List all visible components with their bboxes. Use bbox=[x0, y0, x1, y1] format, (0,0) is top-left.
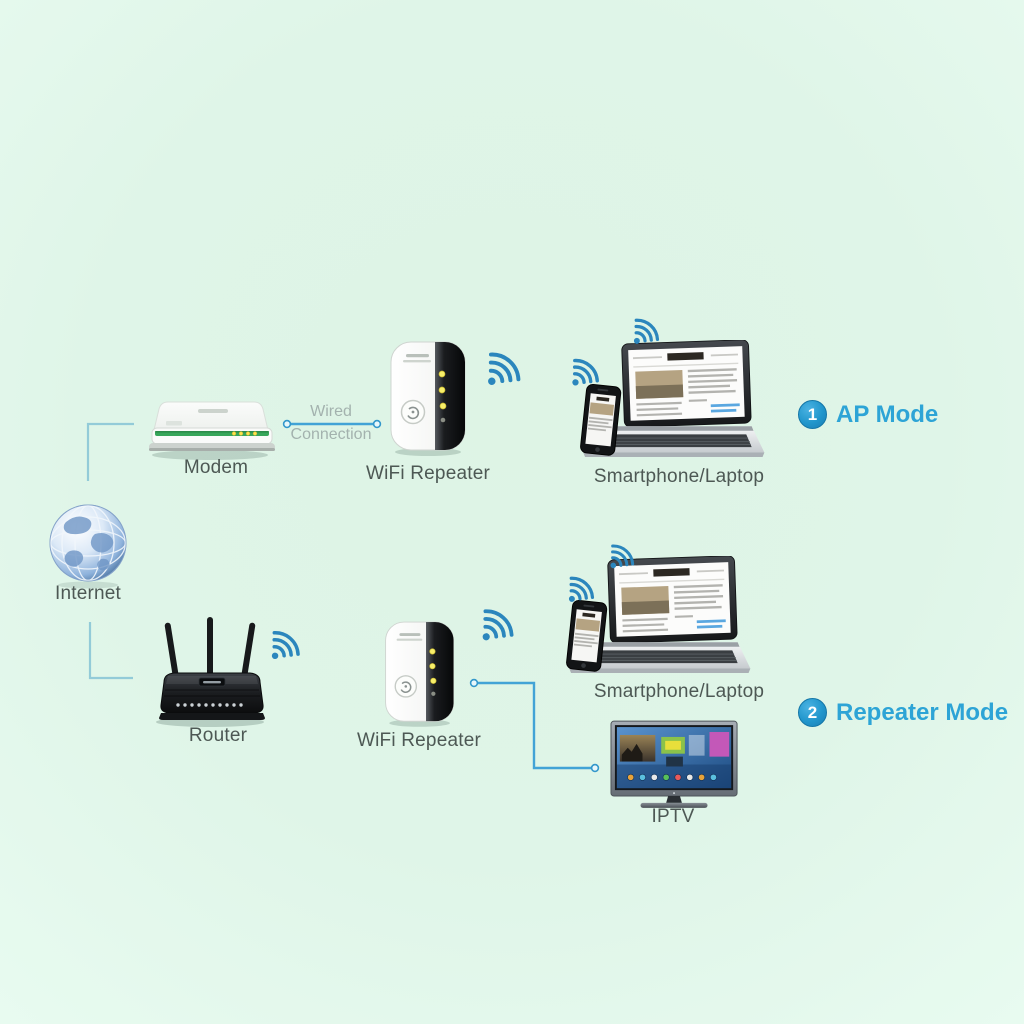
wifi-signal-icon bbox=[565, 356, 601, 392]
internet-globe-icon bbox=[49, 504, 127, 589]
client-top-label: Smartphone/Laptop bbox=[593, 466, 765, 487]
repeater-mode-label: Repeater Mode bbox=[836, 698, 1009, 726]
connector-internet-modem bbox=[86, 422, 134, 481]
wifi-signal-icon bbox=[562, 574, 596, 608]
ap-mode-row: 1 AP Mode bbox=[798, 400, 938, 429]
ap-mode-label: AP Mode bbox=[836, 400, 939, 428]
smartphone-device bbox=[580, 383, 622, 456]
repeater-mode-badge: 2 bbox=[798, 698, 827, 727]
modem-label: Modem bbox=[183, 457, 249, 478]
laptop-device bbox=[580, 340, 765, 458]
router-device bbox=[156, 617, 265, 727]
client-bottom-label: Smartphone/Laptop bbox=[593, 681, 765, 702]
wifi-signal-icon bbox=[264, 628, 302, 666]
iptv-label: IPTV bbox=[651, 806, 695, 827]
iptv-device bbox=[610, 720, 738, 808]
repeater-top-label: WiFi Repeater bbox=[365, 463, 491, 484]
laptop-device bbox=[566, 556, 751, 674]
connector-internet-router bbox=[88, 622, 133, 680]
connector-repeater-iptv bbox=[469, 678, 600, 773]
repeater-bottom-label: WiFi Repeater bbox=[356, 730, 482, 751]
wired-connection-line bbox=[282, 419, 382, 429]
wifi-repeater-device bbox=[390, 341, 466, 456]
wifi-signal-icon bbox=[604, 542, 636, 574]
smartphone-device bbox=[566, 599, 608, 672]
router-label: Router bbox=[188, 725, 248, 746]
wifi-signal-icon bbox=[627, 316, 661, 350]
repeater-mode-row: 2 Repeater Mode bbox=[798, 698, 1008, 727]
wifi-repeater-device bbox=[385, 621, 455, 727]
modem-device bbox=[149, 401, 275, 460]
wifi-signal-icon bbox=[479, 349, 523, 393]
ap-mode-badge: 1 bbox=[798, 400, 827, 429]
wired-connection-label: Wired Connection bbox=[290, 403, 372, 443]
internet-label: Internet bbox=[54, 583, 122, 604]
wifi-signal-icon bbox=[474, 606, 516, 648]
